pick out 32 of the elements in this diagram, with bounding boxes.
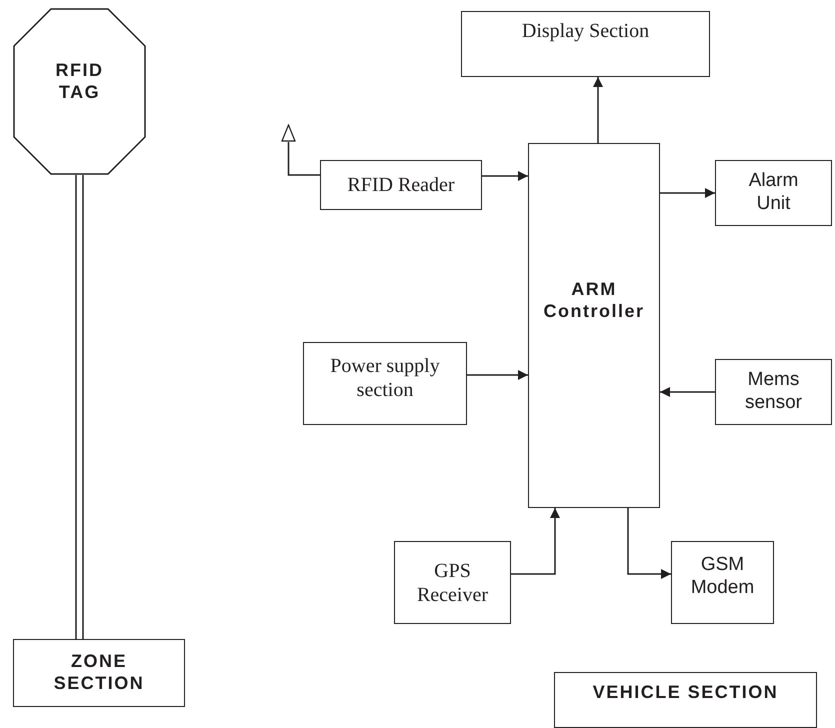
process-box	[320, 160, 482, 210]
box-label: VEHICLE SECTION	[592, 682, 778, 704]
connector-line	[288, 142, 320, 176]
process-box	[715, 160, 832, 226]
box-label: Mems sensor	[744, 369, 804, 415]
arrow	[660, 188, 715, 198]
arrow	[511, 508, 560, 575]
process-box	[461, 11, 710, 77]
box-label: ZONE SECTION	[52, 651, 146, 695]
controller-box	[528, 143, 660, 508]
antenna-icon	[281, 124, 296, 142]
zone-box	[13, 639, 185, 707]
box-label: Alarm Unit	[748, 170, 800, 216]
arrow	[627, 508, 671, 579]
box-label: GPS Receiver	[416, 558, 490, 606]
tag-sign	[13, 8, 146, 175]
sign-label: RFID TAG	[54, 60, 104, 104]
pole	[75, 174, 84, 640]
box-label: GSM Modem	[690, 554, 756, 600]
process-box	[394, 541, 511, 624]
section-box	[554, 672, 817, 728]
arrow	[660, 387, 715, 397]
arrow	[467, 370, 528, 380]
box-label: Display Section	[522, 19, 650, 43]
box-label: ARM Controller	[542, 278, 646, 322]
arrow	[482, 171, 528, 181]
process-box	[715, 359, 832, 425]
process-box	[303, 342, 467, 425]
process-box	[671, 541, 774, 624]
box-label: Power supply section	[329, 354, 441, 402]
box-label: RFID Reader	[347, 173, 455, 197]
arrow	[593, 77, 603, 143]
